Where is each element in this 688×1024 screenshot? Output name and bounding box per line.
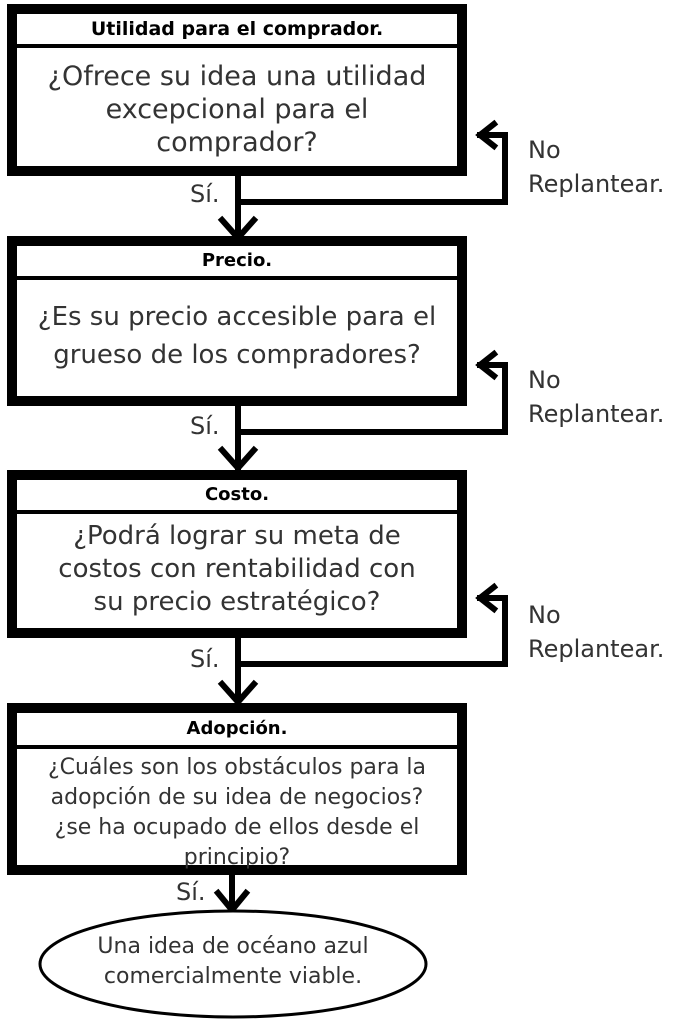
step-title-costo: Costo. xyxy=(17,480,457,514)
step-question-adopcion: ¿Cuáles son los obstáculos para la adopc… xyxy=(47,755,427,870)
connector-1 xyxy=(217,119,508,243)
yes-label-4: Sí. xyxy=(176,878,206,906)
step-title-utilidad: Utilidad para el comprador. xyxy=(17,14,457,48)
step-question-utilidad: ¿Ofrece su idea una utilidad excepcional… xyxy=(47,61,427,158)
yes-label-2: Sí. xyxy=(190,412,220,440)
outcome-ellipse xyxy=(38,909,428,1019)
step-question-costo: ¿Podrá lograr su meta de costos con rent… xyxy=(58,521,416,617)
step-title-adopcion: Adopción. xyxy=(17,713,457,749)
step-box-adopcion: Adopción. ¿Cuáles son los obstáculos par… xyxy=(7,703,467,875)
step-title-precio: Precio. xyxy=(17,246,457,280)
connector-2 xyxy=(217,349,508,473)
step-box-precio: Precio. ¿Es su precio accesible para el … xyxy=(7,236,467,406)
connector-3 xyxy=(217,582,508,707)
yes-label-3: Sí. xyxy=(190,645,220,673)
connector-4 xyxy=(213,870,251,915)
no-label-1: No Replantear. xyxy=(528,136,665,198)
outcome-text: Una idea de océano azul comercialmente v… xyxy=(97,934,369,989)
yes-label-1: Sí. xyxy=(190,180,220,208)
step-box-costo: Costo. ¿Podrá lograr su meta de costos c… xyxy=(7,470,467,638)
step-question-precio: ¿Es su precio accesible para el grueso d… xyxy=(37,302,437,370)
no-label-3: No Replantear. xyxy=(528,601,665,663)
no-label-2: No Replantear. xyxy=(528,366,665,428)
step-box-utilidad: Utilidad para el comprador. ¿Ofrece su i… xyxy=(7,4,467,176)
